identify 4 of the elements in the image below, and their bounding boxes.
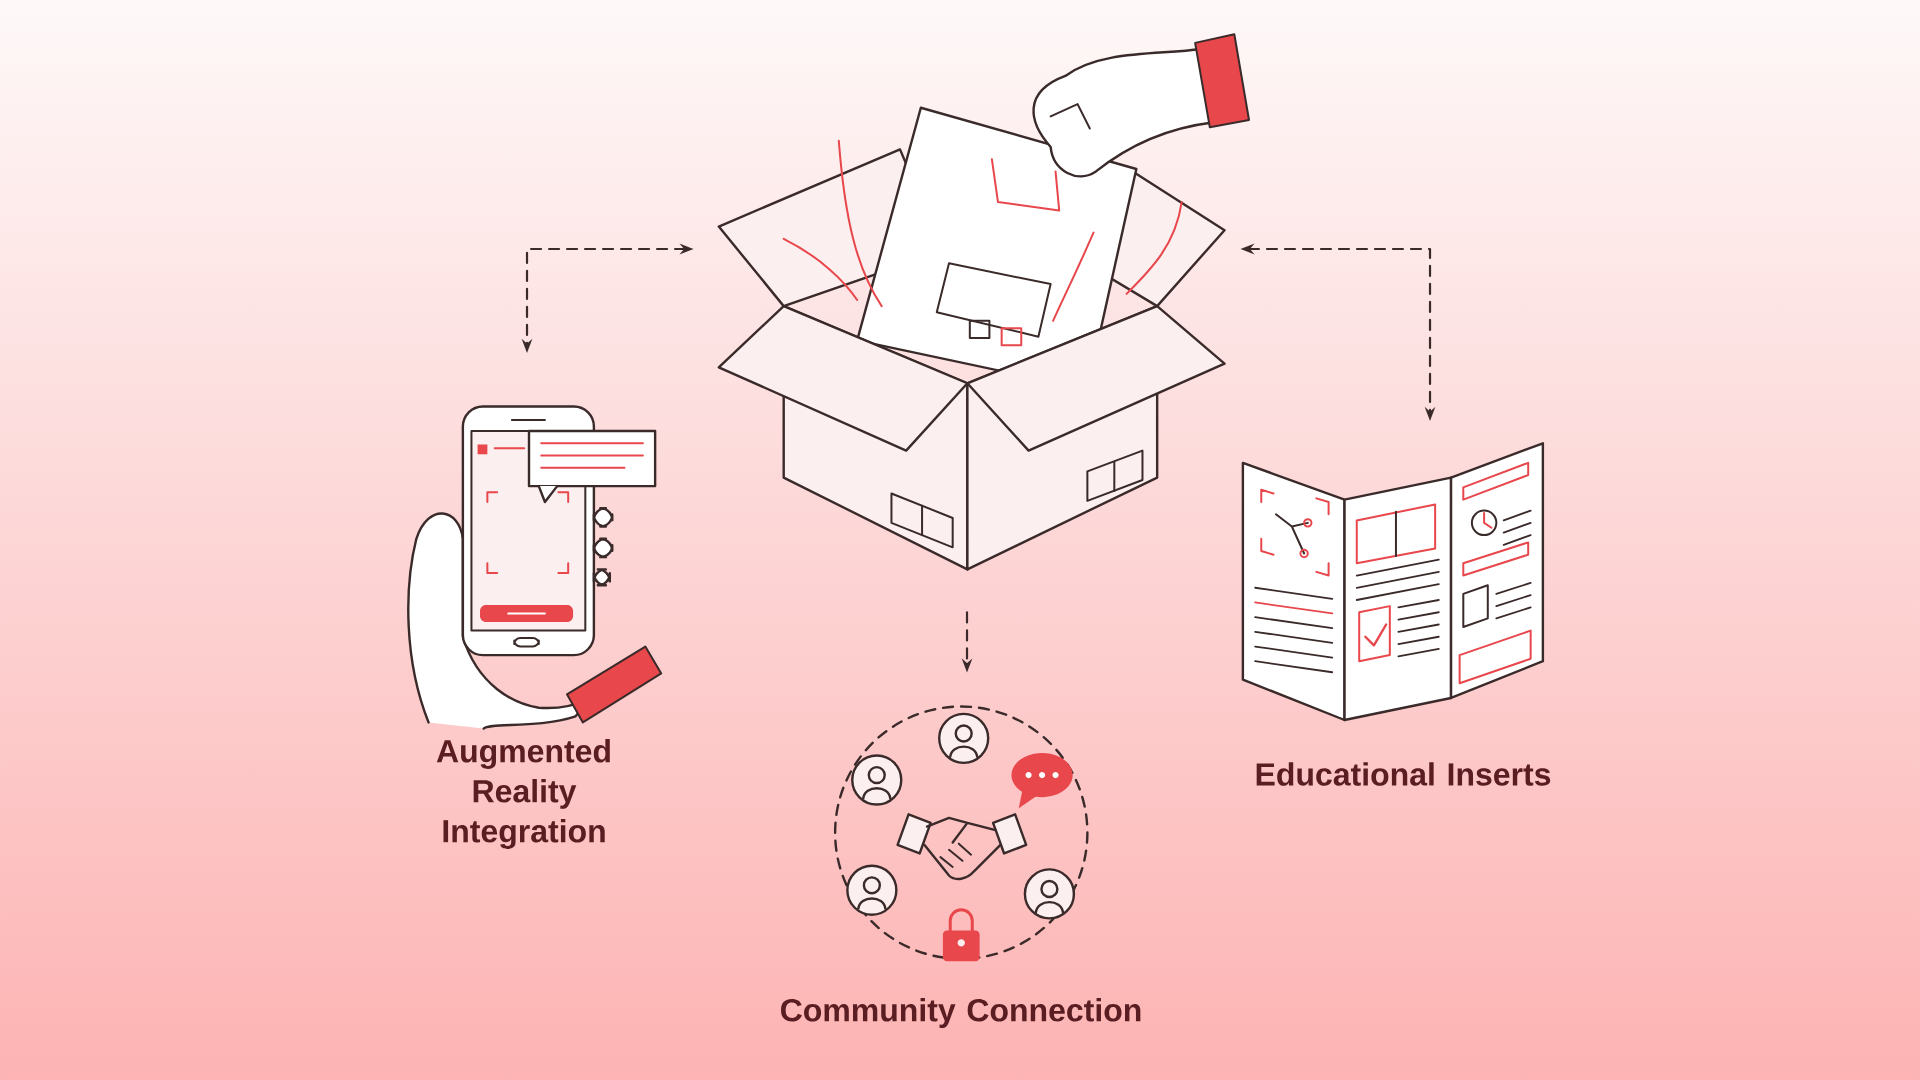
caption-text: Educational Inserts — [1256, 762, 1551, 786]
open-box-drawing — [717, 33, 1250, 571]
caption-text: Community Connection — [781, 998, 1141, 1028]
caption-text: Augmented Reality Integration — [436, 739, 610, 849]
